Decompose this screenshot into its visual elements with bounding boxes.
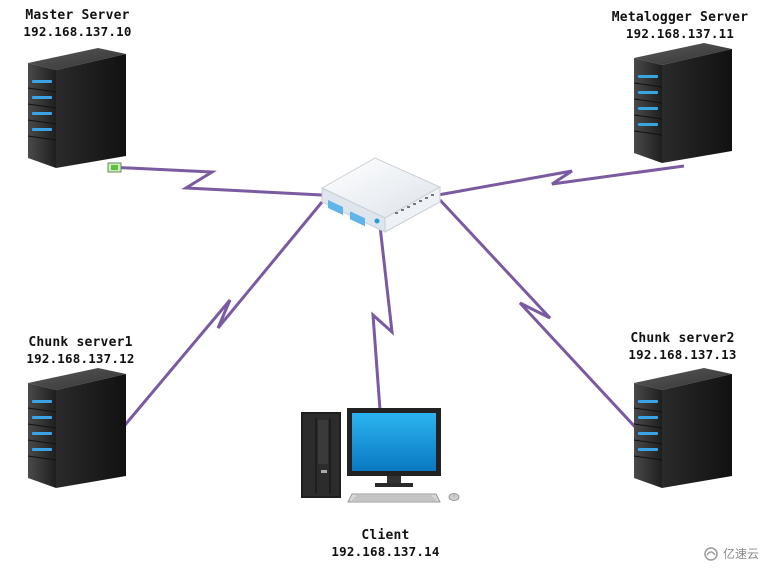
port-connector-icon	[107, 162, 122, 173]
chunk-server1-label: Chunk server1 192.168.137.12	[18, 335, 143, 367]
link-metalogger-switch	[437, 164, 685, 197]
chunk-server2-ip: 192.168.137.13	[628, 347, 737, 362]
metalogger-server-icon	[633, 43, 732, 163]
link-chunk1-switch	[123, 201, 324, 426]
link-client-switch	[371, 225, 394, 411]
master-server-ip: 192.168.137.10	[23, 24, 132, 39]
chunk-server1-name: Chunk server1	[28, 335, 133, 350]
master-server-label: Master Server 192.168.137.10	[10, 8, 145, 40]
client-label: Client 192.168.137.14	[318, 528, 453, 560]
link-chunk2-switch	[438, 198, 638, 430]
metalogger-server-name: Metalogger Server	[611, 10, 749, 25]
metalogger-server-label: Metalogger Server 192.168.137.11	[605, 10, 755, 42]
client-ip: 192.168.137.14	[331, 544, 440, 559]
chunk-server2-name: Chunk server2	[630, 331, 735, 346]
chunk-server1-icon	[27, 368, 126, 488]
network-switch-icon	[320, 157, 442, 233]
link-master-switch	[107, 165, 323, 197]
cloud-logo-icon	[704, 546, 718, 561]
master-server-icon	[27, 48, 126, 168]
chunk-server2-label: Chunk server2 192.168.137.13	[620, 331, 745, 363]
network-links	[107, 164, 685, 430]
watermark-logo: 亿速云	[703, 545, 759, 562]
client-name: Client	[361, 528, 410, 543]
master-server-name: Master Server	[25, 8, 130, 23]
client-computer-icon	[301, 408, 460, 503]
metalogger-server-ip: 192.168.137.11	[625, 26, 735, 41]
chunk-server1-ip: 192.168.137.12	[26, 351, 135, 366]
watermark-text: 亿速云	[722, 547, 759, 561]
chunk-server2-icon	[633, 368, 732, 488]
